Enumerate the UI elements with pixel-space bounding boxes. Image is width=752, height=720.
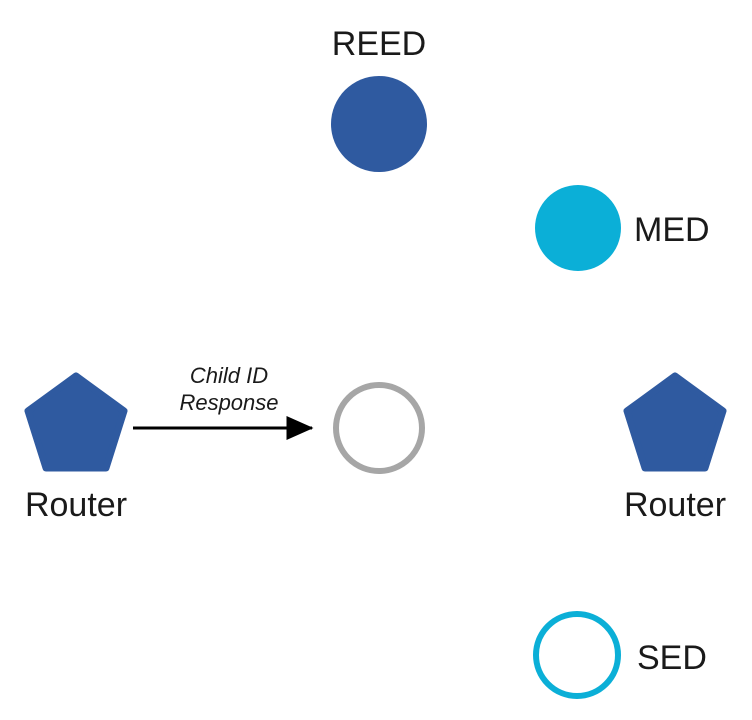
router-left-label: Router — [25, 486, 127, 524]
edge-child-id-response[interactable]: Child ID Response — [133, 363, 314, 440]
child-id-response-label-line2: Response — [179, 390, 278, 415]
reed-circle-icon — [331, 76, 427, 172]
leader-circle-icon — [333, 382, 425, 474]
node-med[interactable]: MED — [535, 185, 710, 271]
router-right-pentagon-icon — [623, 372, 727, 472]
sed-circle-icon — [533, 611, 621, 699]
router-left-pentagon-icon — [24, 372, 128, 472]
router-right-label: Router — [624, 486, 726, 524]
sed-label: SED — [637, 639, 707, 677]
node-router-left[interactable]: Router — [24, 372, 128, 524]
med-label: MED — [634, 211, 710, 249]
med-circle-icon — [535, 185, 621, 271]
node-sed[interactable]: SED — [533, 611, 707, 699]
node-router-right[interactable]: Router — [623, 372, 727, 524]
node-leader-center[interactable] — [333, 382, 425, 474]
node-reed[interactable]: REED — [331, 25, 427, 172]
child-id-response-label-line1: Child ID — [190, 363, 268, 388]
reed-label: REED — [332, 25, 426, 63]
